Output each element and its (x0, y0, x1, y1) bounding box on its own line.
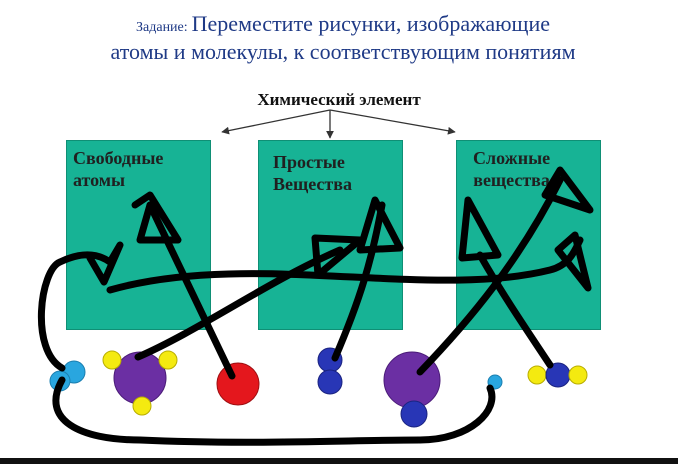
molecule-blue-yellow[interactable] (527, 362, 588, 388)
free-atoms-box[interactable]: Свободные атомы (66, 140, 211, 330)
molecule-purple-yellow[interactable] (102, 350, 178, 416)
annotation-arrowhead-box3-top (541, 166, 594, 214)
annotation-arrow-blue-yellow-to-box3 (476, 251, 554, 369)
annotation-arrowhead-box2-top (356, 196, 404, 254)
annotation-arrow-purple-to-box2 (134, 246, 344, 361)
atom-dark-blue (317, 369, 343, 395)
chemical-element-heading: Химический элемент (257, 90, 421, 109)
connector-arrow-right (329, 109, 456, 135)
annotation-arrow-purple-to-box3 (416, 176, 564, 376)
annotation-arrow-red-to-box1 (146, 201, 236, 380)
annotation-arrowhead-box1 (131, 191, 182, 244)
free-atoms-label: Свободные атомы (73, 148, 164, 190)
task-lead: Задание: (136, 20, 188, 35)
complex-substances-label: Сложные вещества (473, 148, 551, 190)
molecule-light-blue-pair[interactable] (49, 360, 86, 392)
annotation-loop-left (38, 241, 124, 372)
connector-arrow-left (221, 109, 331, 135)
task-text-line1: Переместите рисунки, изображающие (191, 11, 550, 36)
annotation-loop-bottom (52, 376, 496, 446)
annotation-arrowhead-box3-right (554, 231, 592, 292)
annotation-arrowhead-box3-left (458, 196, 502, 262)
simple-substances-label: Простые Вещества (273, 152, 352, 194)
atom-yellow (132, 396, 152, 416)
atom-yellow (568, 365, 588, 385)
task-instruction: Задание: Переместите рисунки, изображающ… (18, 10, 668, 66)
atom-yellow (158, 350, 178, 370)
atom-yellow (102, 350, 122, 370)
annotation-arrowhead-box2 (311, 234, 364, 279)
atom-dark-blue (400, 400, 428, 428)
task-text-line2: атомы и молекулы, к соответствующим поня… (110, 39, 576, 64)
bottom-border (0, 458, 678, 464)
